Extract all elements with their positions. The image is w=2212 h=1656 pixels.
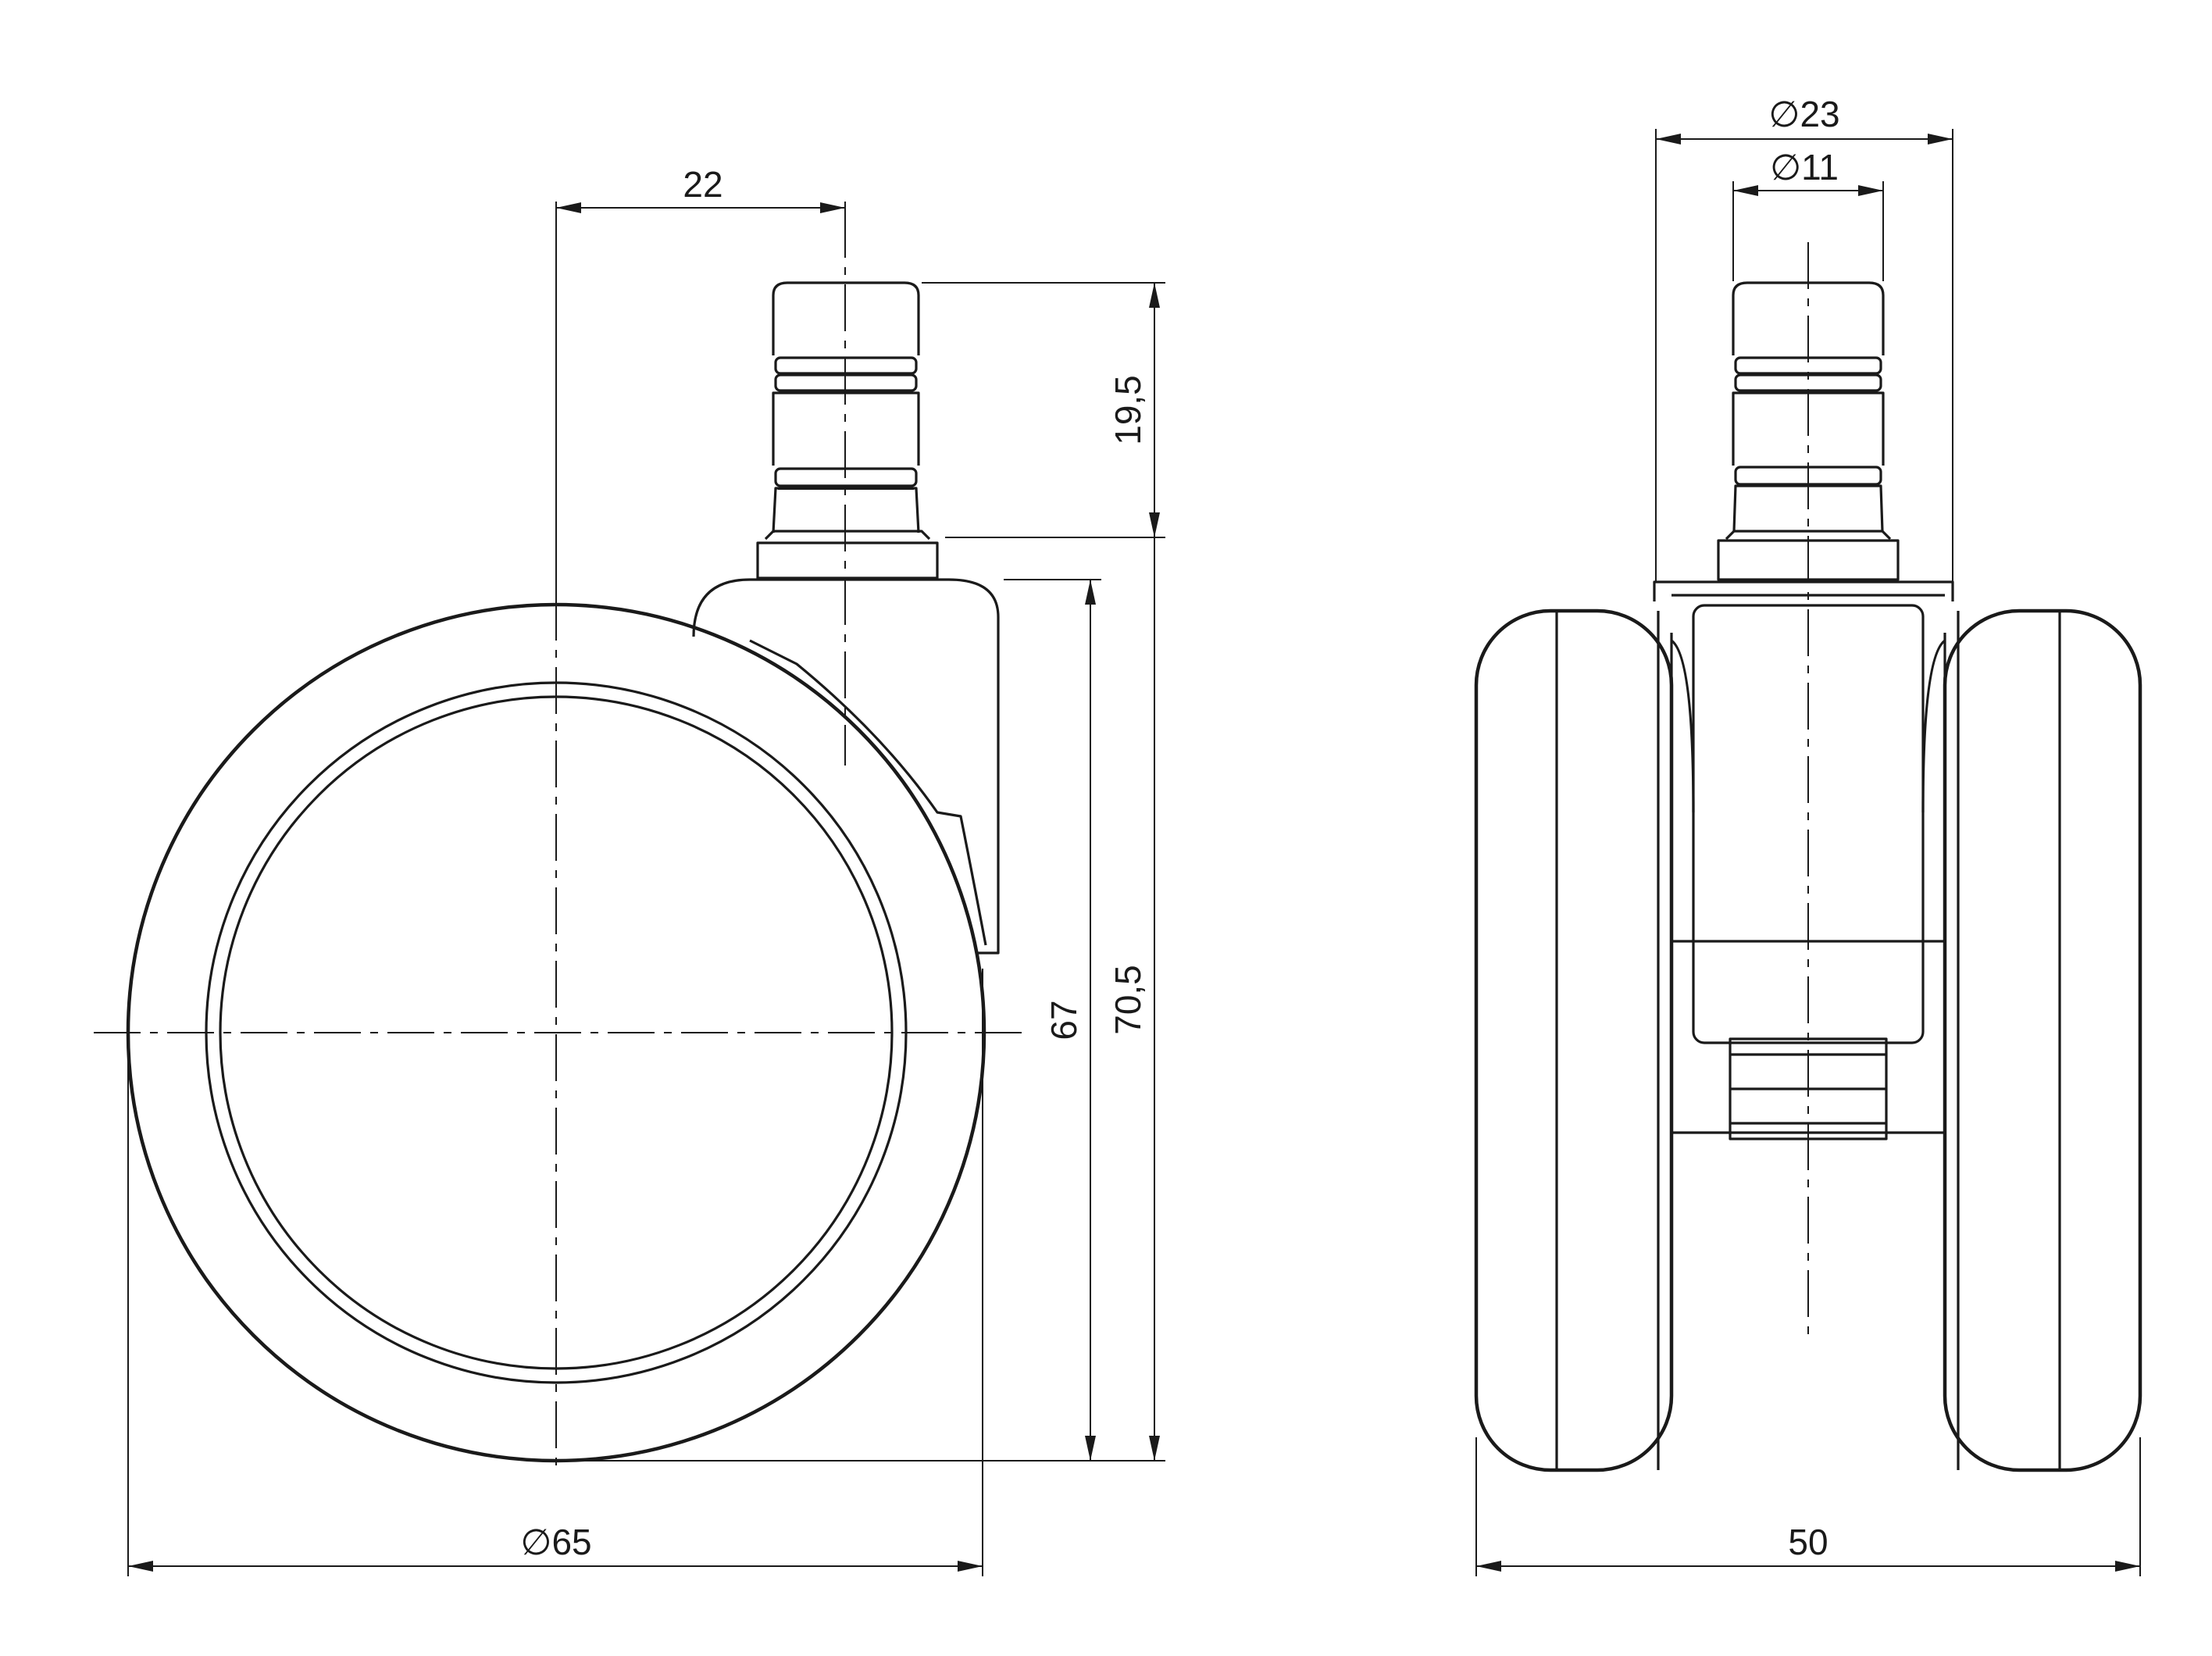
wheel-diameter-value: 65 [551, 1522, 591, 1562]
dim-height-to-plate-label: 67 [1044, 1000, 1084, 1040]
outer-stem-diameter-value: 23 [1800, 94, 1839, 134]
front-top-plate [1653, 580, 1954, 601]
dim-inner-stem-diameter-label: ∅11 [1770, 147, 1839, 187]
stem-top [772, 281, 920, 355]
dim-outer-stem-diameter-label: ∅23 [1768, 94, 1839, 134]
front-view: ∅23 ∅11 50 [1474, 94, 2142, 1576]
dim-stem-offset-label: 22 [683, 164, 722, 205]
diameter-symbol: ∅ [1770, 147, 1801, 187]
diameter-symbol: ∅ [520, 1522, 551, 1562]
dim-overall-width-label: 50 [1788, 1522, 1828, 1562]
fork-guard [749, 639, 987, 946]
dim-overall-height-label: 70,5 [1108, 965, 1148, 1035]
dim-stem-height-label: 19,5 [1108, 375, 1148, 445]
side-view: 22 19,5 67 70,5 ∅65 [94, 164, 1165, 1576]
fork-housing [692, 578, 1000, 955]
right-wheel [1943, 609, 2142, 1472]
stem-collar [756, 530, 939, 580]
front-hub [1670, 639, 1946, 813]
side-stem [756, 281, 939, 580]
dim-wheel-diameter-label: ∅65 [520, 1522, 591, 1562]
left-wheel [1474, 609, 1674, 1472]
front-fork-body [1692, 604, 1925, 1044]
diameter-symbol: ∅ [1768, 94, 1800, 134]
inner-stem-diameter-value: 11 [1801, 147, 1839, 187]
